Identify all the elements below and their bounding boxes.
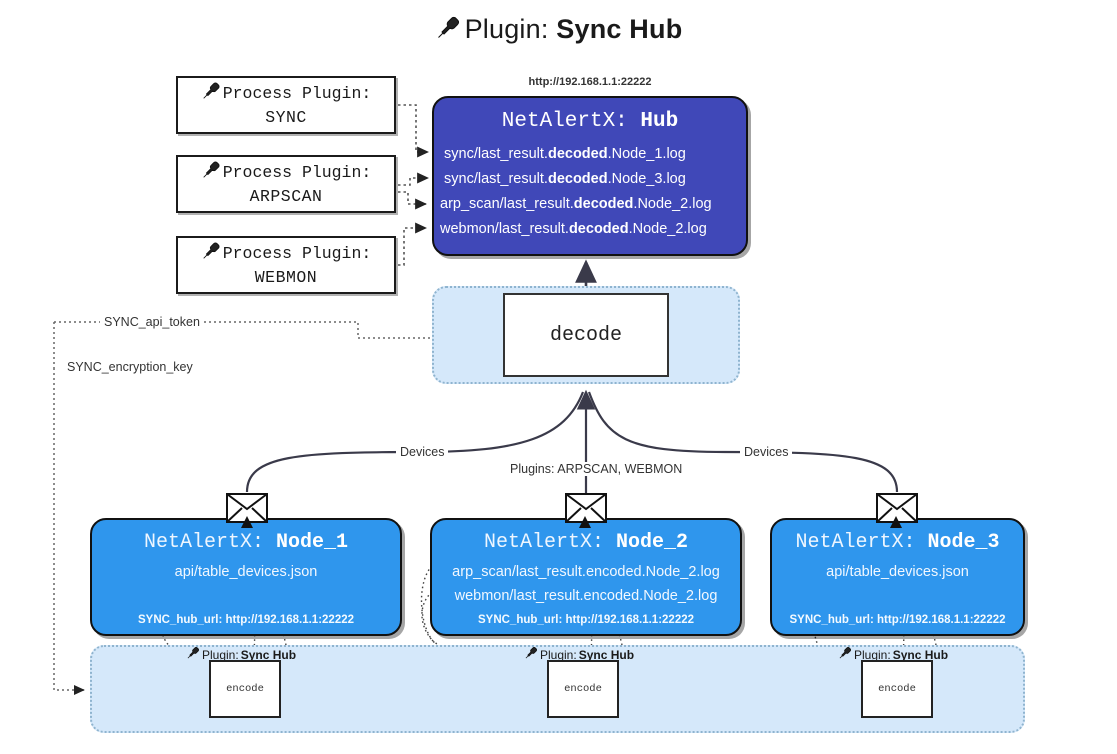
encode-box-2[interactable]: encode xyxy=(547,660,619,718)
envelope-icon xyxy=(226,493,268,528)
node-line: arp_scan/last_result.encoded.Node_2.log xyxy=(452,564,720,580)
node-box-node-3[interactable]: NetAlertX: Node_3 api/table_devices.json… xyxy=(770,518,1025,636)
hub-title-prefix: NetAlertX: xyxy=(501,110,628,133)
hub-log-item: sync/last_result.decoded.Node_3.log xyxy=(444,171,686,187)
plug-icon xyxy=(201,81,221,108)
process-plugin-box-arpscan[interactable]: Process Plugin: ARPSCAN xyxy=(176,155,396,213)
edge-label-devices-right: Devices xyxy=(740,445,793,459)
plug-icon xyxy=(201,241,221,268)
process-plugin-box-webmon[interactable]: Process Plugin: WEBMON xyxy=(176,236,396,294)
hub-box[interactable]: NetAlertX: Hub sync/last_result.decoded.… xyxy=(432,96,748,256)
edge-label-devices-left: Devices xyxy=(396,445,449,459)
title-name: Sync Hub xyxy=(556,14,683,44)
hub-log-item: sync/last_result.decoded.Node_1.log xyxy=(444,146,686,162)
config-label-api-token: SYNC_api_token xyxy=(100,315,204,329)
plug-icon xyxy=(186,646,200,663)
node-line: api/table_devices.json xyxy=(174,564,318,580)
node-hub-url-label: SYNC_hub_url: http://192.168.1.1:22222 xyxy=(789,614,1006,626)
envelope-icon xyxy=(565,493,607,528)
plug-icon xyxy=(838,646,852,663)
edge-label-plugins-center: Plugins: ARPSCAN, WEBMON xyxy=(506,462,687,476)
config-label-encryption-key: SYNC_encryption_key xyxy=(63,360,197,374)
hub-title-name: Hub xyxy=(640,110,679,133)
process-plugin-label: Process Plugin: xyxy=(222,84,372,104)
process-plugin-name: WEBMON xyxy=(254,268,318,287)
node-title: NetAlertX: Node_1 xyxy=(143,531,349,554)
decode-box[interactable]: decode xyxy=(503,293,669,377)
node-line: api/table_devices.json xyxy=(826,564,969,580)
encode-box-3[interactable]: encode xyxy=(861,660,933,718)
hub-log-item: webmon/last_result.decoded.Node_2.log xyxy=(440,221,707,237)
hub-title: NetAlertX: Hub xyxy=(434,110,746,133)
plug-icon xyxy=(524,646,538,663)
process-plugin-name: SYNC xyxy=(265,108,307,127)
node-hub-url-label: SYNC_hub_url: http://192.168.1.1:22222 xyxy=(477,614,695,626)
node-box-node-1[interactable]: NetAlertX: Node_1 api/table_devices.json… xyxy=(90,518,402,636)
title-prefix: Plugin: xyxy=(464,14,549,44)
envelope-icon xyxy=(876,493,918,528)
node-line: webmon/last_result.encoded.Node_2.log xyxy=(454,588,718,604)
encoder-plugin-label-2: Plugin:Sync Hub xyxy=(524,646,634,663)
node-hub-url-label: SYNC_hub_url: http://192.168.1.1:22222 xyxy=(137,614,355,626)
hub-url-label: http://192.168.1.1:22222 xyxy=(528,76,652,88)
node-box-node-2[interactable]: NetAlertX: Node_2 arp_scan/last_result.e… xyxy=(430,518,742,636)
plug-icon xyxy=(201,160,221,187)
process-plugin-label: Process Plugin: xyxy=(222,163,372,183)
node-title: NetAlertX: Node_3 xyxy=(795,531,1000,554)
hub-log-list: sync/last_result.decoded.Node_1.log sync… xyxy=(434,142,746,242)
node-title: NetAlertX: Node_2 xyxy=(483,531,689,554)
process-plugin-name: ARPSCAN xyxy=(249,187,323,206)
page-title: Plugin: Sync Hub xyxy=(0,14,1117,48)
process-plugin-box-sync[interactable]: Process Plugin: SYNC xyxy=(176,76,396,134)
encode-box-1[interactable]: encode xyxy=(209,660,281,718)
hub-log-item: arp_scan/last_result.decoded.Node_2.log xyxy=(440,196,712,212)
process-plugin-label: Process Plugin: xyxy=(222,244,372,264)
plug-icon xyxy=(435,15,461,48)
encoder-plugin-label-3: Plugin:Sync Hub xyxy=(838,646,948,663)
encoder-plugin-label-1: Plugin:Sync Hub xyxy=(186,646,296,663)
